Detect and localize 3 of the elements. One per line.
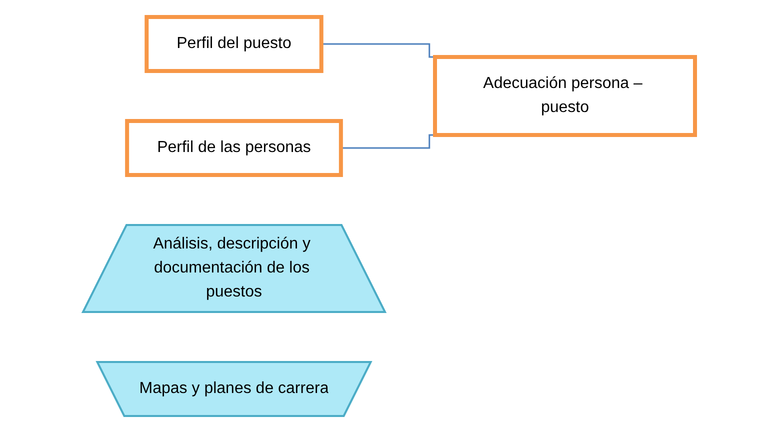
node-box: Perfil de las personas — [124, 118, 342, 176]
node-box: Perfil del puesto — [144, 14, 323, 72]
node-box: Adecuación persona – puesto — [432, 54, 696, 136]
